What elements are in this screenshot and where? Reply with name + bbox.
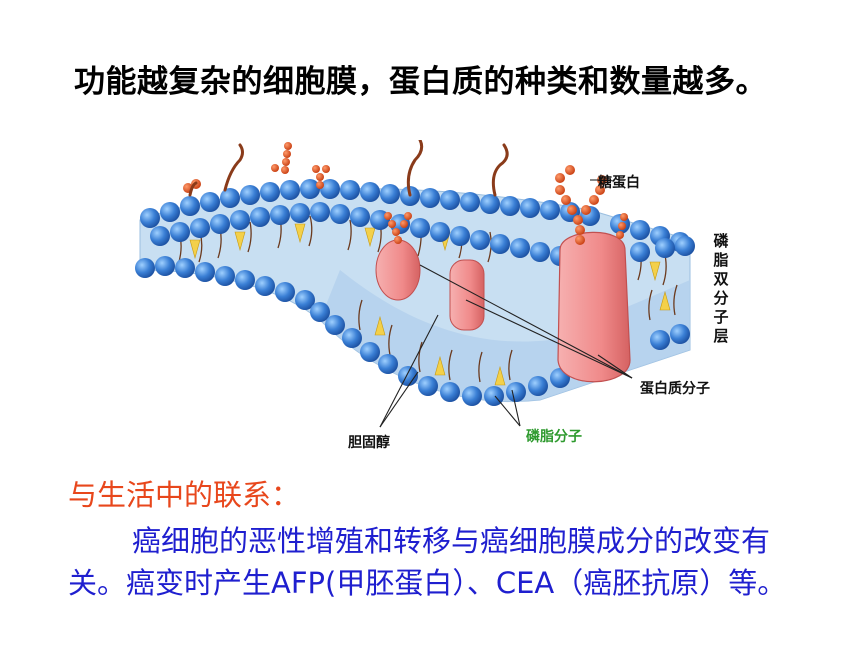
phospholipid-heads-bottom [135, 256, 690, 406]
glycoprotein-chains [183, 142, 628, 245]
label-phospholipid-bilayer: 磷脂双分子层 [713, 232, 729, 345]
section-paragraph: 癌细胞的恶性增殖和转移与癌细胞膜成分的改变有关。癌变时产生AFP(甲胚蛋白）、C… [68, 520, 828, 604]
slide-title: 功能越复杂的细胞膜，蛋白质的种类和数量越多。 [74, 64, 767, 100]
paragraph-line-1: 癌细胞的恶性增殖和转移与癌细胞膜成 [132, 524, 626, 558]
label-cholesterol: 胆固醇 [348, 435, 390, 451]
small-protein-mid [449, 259, 485, 331]
label-pointer-lines [379, 179, 633, 428]
protein-molecules [375, 231, 631, 383]
large-protein-right [557, 231, 631, 383]
label-protein-molecule: 蛋白质分子 [640, 381, 710, 397]
cell-membrane-diagram: 糖蛋白 磷脂双分子层 蛋白质分子 胆固醇 磷脂分子 [120, 138, 760, 470]
paragraph-rest: 分的改变有关。癌变时产生AFP(甲胚蛋白）、CEA（癌胚抗原）等。 [68, 524, 787, 600]
membrane-illustration [135, 138, 695, 428]
cholesterol-molecules [189, 223, 671, 386]
carbohydrate-strands [188, 138, 509, 197]
label-phospholipid-molecule: 磷脂分子 [526, 429, 582, 445]
small-protein-left [375, 239, 421, 301]
section-heading: 与生活中的联系： [68, 478, 301, 512]
label-glycoprotein: 糖蛋白 [598, 175, 640, 191]
